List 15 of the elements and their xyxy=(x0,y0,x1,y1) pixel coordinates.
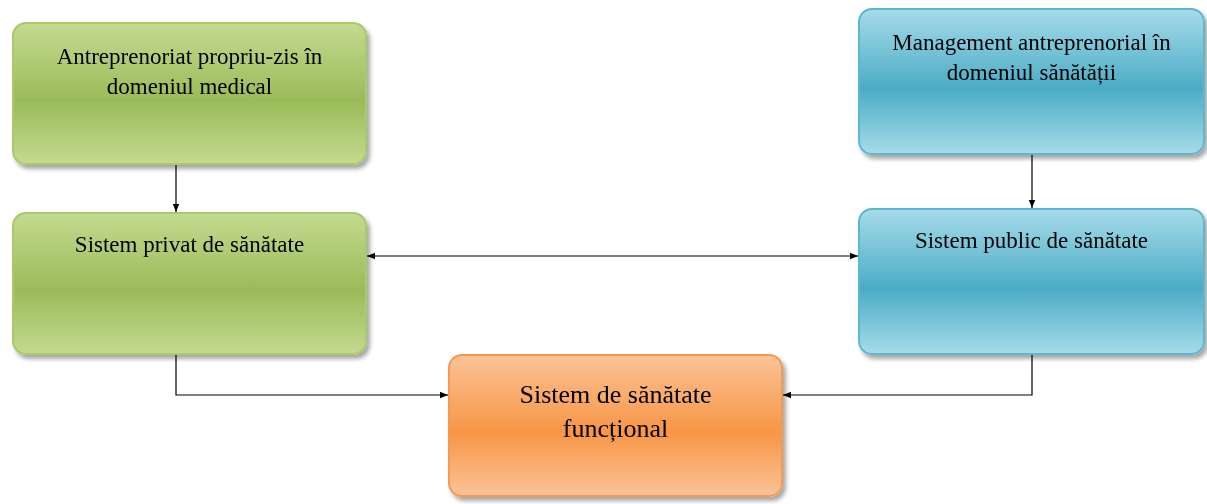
box-label: Sistem privat de sănătate xyxy=(73,231,306,259)
arrow xyxy=(172,164,180,213)
process-box xyxy=(12,212,367,355)
arrow xyxy=(782,354,1033,399)
box-label: Antreprenoriat propriu-zis în domeniul medical xyxy=(55,43,324,101)
arrow xyxy=(366,252,859,260)
process-box xyxy=(858,8,1205,155)
box-label: Sistem de sănătate funcțional xyxy=(518,379,713,445)
arrow xyxy=(1028,154,1036,209)
process-box xyxy=(448,354,783,497)
process-box xyxy=(858,208,1205,355)
box-label: Management antreprenorial în domeniul sănătății xyxy=(891,29,1172,87)
arrow xyxy=(175,354,449,399)
box-label: Sistem public de sănătate xyxy=(913,227,1150,255)
process-box xyxy=(12,22,367,165)
